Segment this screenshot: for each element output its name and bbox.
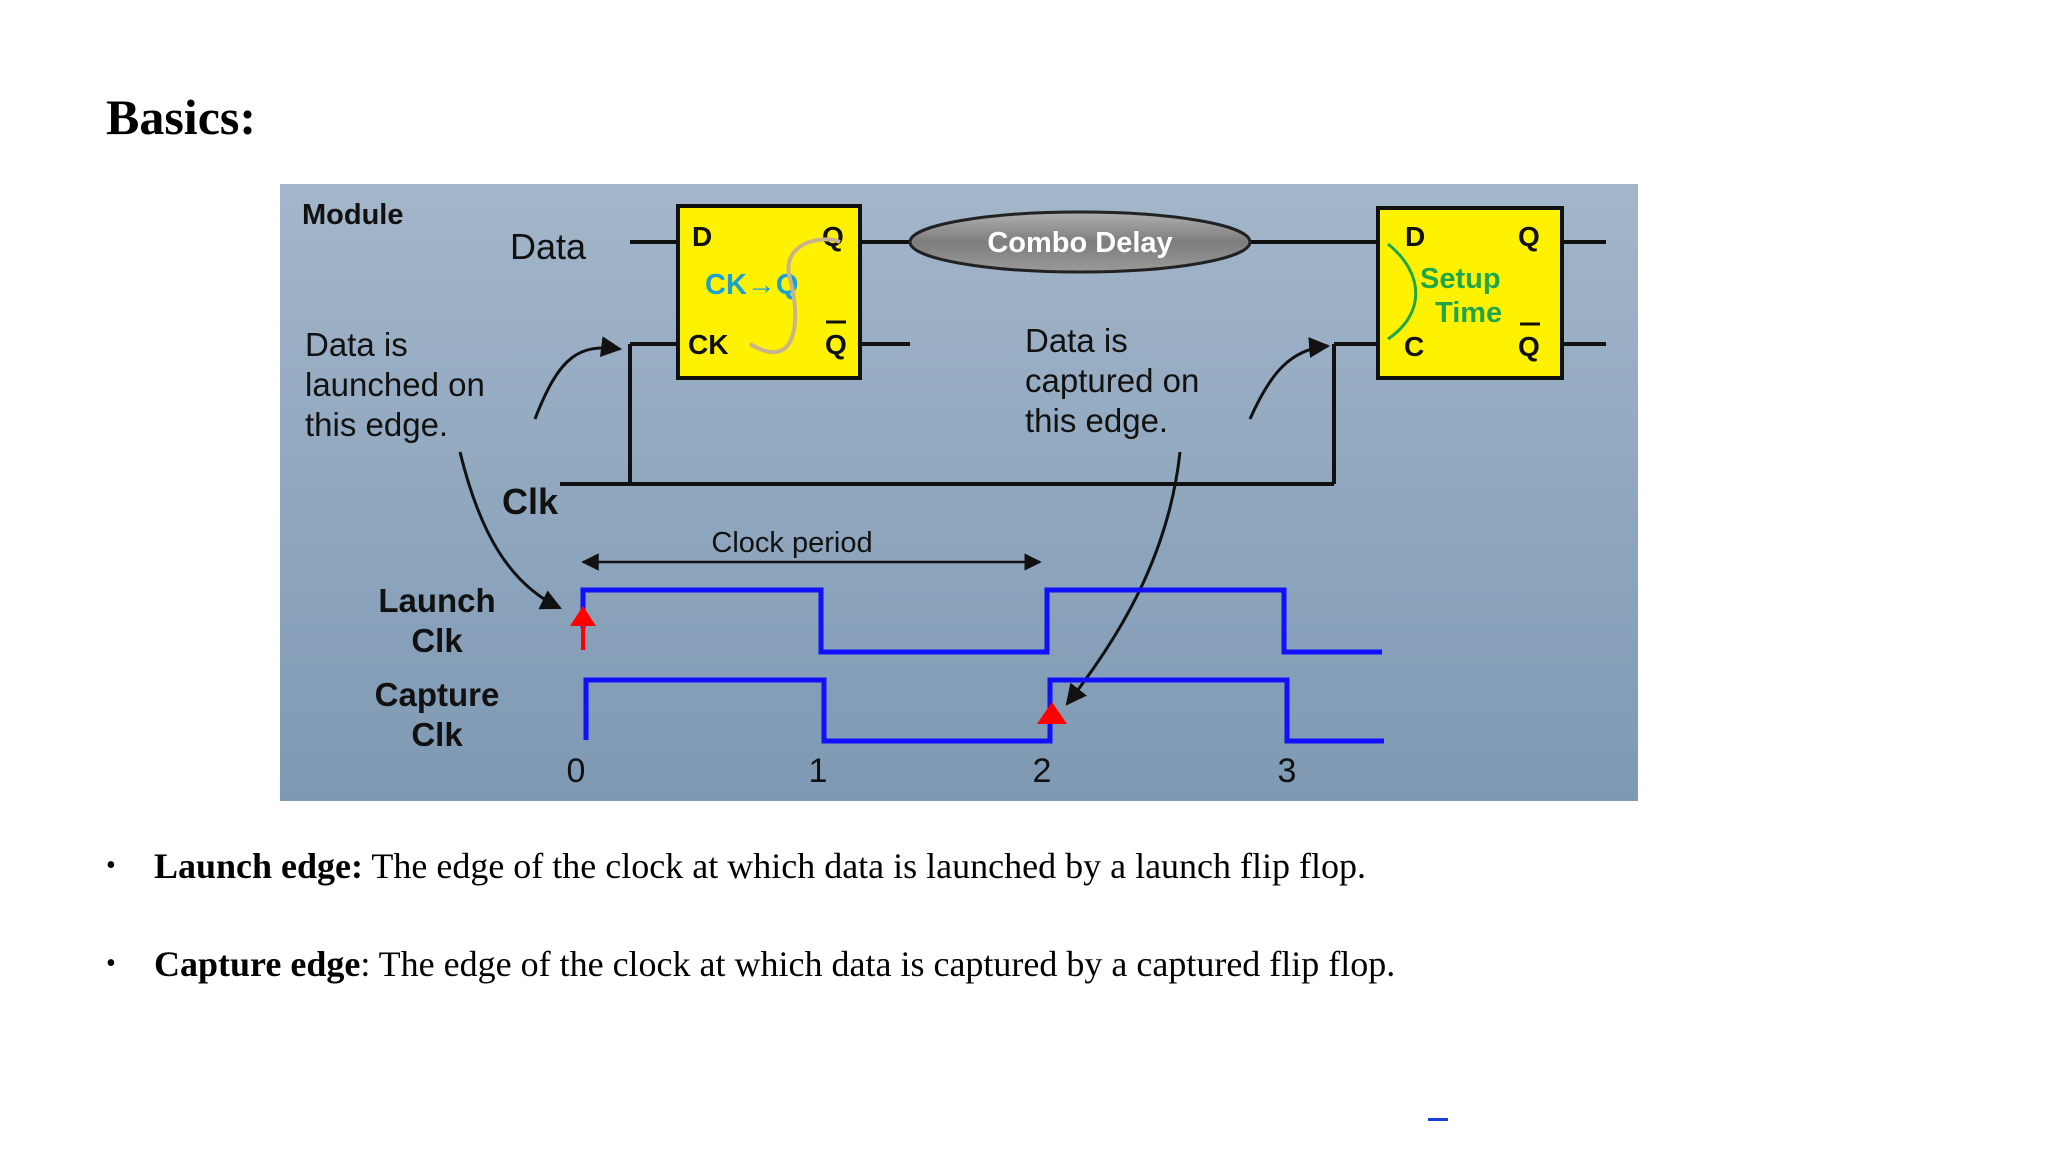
capture-clk-waveform	[583, 677, 1384, 744]
timing-diagram: Module Data D Q CK Q CK→Q Combo Delay D …	[280, 184, 1638, 801]
time-tick-0: 0	[567, 752, 586, 790]
launch-clk-label-line2: Clk	[411, 622, 463, 659]
capture-note-line1: Data is	[1025, 322, 1128, 359]
launch-note: Data is launched on this edge.	[305, 326, 485, 443]
launch-clk-waveform	[580, 587, 1382, 655]
slide-title: Basics:	[106, 89, 256, 145]
bullet-dot: •	[106, 850, 116, 881]
capture-note-line2: captured on	[1025, 362, 1199, 399]
time-tick-3: 3	[1278, 752, 1297, 790]
ff-right-d: D	[1405, 221, 1425, 252]
launch-clk-label-line1: Launch	[378, 582, 495, 619]
combo-delay-label: Combo Delay	[987, 227, 1172, 259]
capture-note-line3: this edge.	[1025, 402, 1168, 439]
definition-list: • Launch edge: The edge of the clock at …	[106, 840, 1906, 1036]
launch-note-line1: Data is	[305, 326, 408, 363]
launch-note-arrow-to-edge	[458, 451, 562, 610]
capture-edge-definition: : The edge of the clock at which data is…	[360, 944, 1396, 984]
time-ticks: 0 1 2 3	[567, 752, 1297, 790]
time-tick-2: 2	[1033, 752, 1052, 790]
capture-note-arrow-to-c	[1248, 337, 1331, 420]
bullet-launch-edge: • Launch edge: The edge of the clock at …	[106, 840, 1906, 892]
setup-time-curve	[1387, 242, 1418, 341]
clock-period-label: Clock period	[711, 527, 872, 559]
capture-clk-label-line2: Clk	[411, 716, 463, 753]
ff-left-ck-to-q: CK→Q	[705, 269, 798, 301]
capture-note: Data is captured on this edge.	[1025, 322, 1199, 439]
time-tick-1: 1	[809, 752, 828, 790]
bullet-dot: •	[106, 948, 116, 979]
combo-delay: Combo Delay	[908, 210, 1252, 274]
wiring	[560, 240, 1606, 486]
data-label: Data	[510, 226, 587, 267]
capture-edge-term: Capture edge	[154, 944, 361, 984]
launch-flip-flop: D Q CK Q CK→Q	[676, 204, 862, 380]
ff-right-qbar: Q	[1518, 331, 1540, 362]
ff-left-q: Q	[822, 221, 844, 252]
footer-link-underline[interactable]	[1428, 1118, 1448, 1121]
capture-edge-marker	[1037, 702, 1067, 724]
setup-time-line1: Setup	[1420, 263, 1501, 295]
launch-note-line3: this edge.	[305, 406, 448, 443]
bullet-capture-edge: • Capture edge: The edge of the clock at…	[106, 938, 1906, 990]
setup-time-line2: Time	[1435, 297, 1502, 329]
capture-note-arrow-to-edge	[1065, 451, 1182, 706]
capture-flip-flop: D Q C Q Setup Time	[1376, 206, 1564, 380]
ck-to-q-curve	[748, 237, 841, 354]
launch-note-arrow-to-ck	[533, 336, 623, 420]
capture-clk-label-line1: Capture	[375, 676, 500, 713]
ff-right-c: C	[1404, 331, 1424, 362]
ff-left-d: D	[692, 221, 712, 252]
ff-right-q: Q	[1518, 221, 1540, 252]
ff-left-qbar: Q	[825, 329, 847, 360]
clk-label: Clk	[502, 481, 559, 522]
launch-edge-term: Launch edge:	[154, 846, 364, 886]
launch-edge-marker	[570, 606, 596, 650]
module-label: Module	[302, 199, 404, 231]
launch-edge-definition: The edge of the clock at which data is l…	[363, 846, 1367, 886]
launch-note-line2: launched on	[305, 366, 485, 403]
capture-clk-label: Capture Clk	[375, 676, 500, 753]
ff-left-ck: CK	[688, 329, 728, 360]
launch-clk-label: Launch Clk	[378, 582, 495, 659]
